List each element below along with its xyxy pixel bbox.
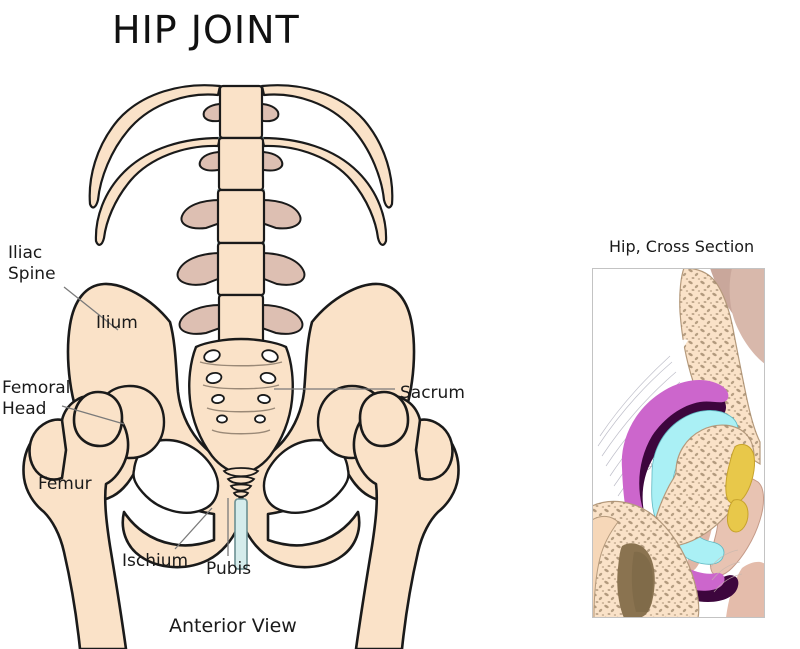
vertebra-l3 [216, 188, 266, 245]
sacral-foramina [203, 349, 279, 424]
anterior-view-caption: Anterior View [169, 615, 297, 637]
femoral-head-left [72, 390, 124, 448]
label-ilium: Ilium [96, 313, 138, 333]
rib-right-upper [260, 84, 394, 209]
obturator-foramen-left [132, 438, 220, 514]
cortical-bone-edge [592, 515, 619, 618]
vertebra-l1 [218, 84, 264, 140]
vertebra-l4 [216, 241, 266, 297]
leader-iliac-spine [63, 286, 119, 331]
page-title: HIP JOINT [112, 8, 300, 52]
marrow-cavity-shade [631, 551, 653, 612]
process-l5-right [257, 303, 304, 335]
sacrum-group [188, 337, 294, 498]
label-femoral-head: Femoral Head [2, 378, 71, 419]
coccyx-seg-2 [226, 475, 256, 485]
cross-section-caption: Hip, Cross Section [609, 237, 755, 256]
label-femur: Femur [38, 474, 92, 494]
rib-left-lower [94, 136, 222, 246]
femoral-head-trab [654, 425, 754, 547]
coccyx-group [222, 467, 260, 498]
leader-femoral-head [61, 405, 125, 425]
obturator-foramen-right [262, 438, 350, 514]
fat-pad-lower [727, 499, 749, 533]
pubic-symphysis [234, 498, 248, 570]
leader-ischium [174, 507, 213, 550]
process-l3-right [257, 198, 302, 230]
lumbar-vertebrae-group [216, 84, 266, 349]
label-iliac-spine: Iliac Spine [8, 243, 56, 284]
femur-left-group [22, 390, 130, 649]
process-l3-left [180, 198, 225, 230]
coccyx-seg-3 [229, 483, 253, 492]
muscle-pink-right-lower [726, 561, 765, 618]
vertebra-l2 [217, 136, 265, 192]
soft-tissue-upper-right [729, 268, 765, 364]
coccyx-seg-1 [222, 467, 260, 478]
fibrous-capsule-fibers [596, 339, 688, 446]
process-l5-left [178, 303, 225, 335]
ribs-group [88, 84, 394, 246]
greater-trochanter-right [414, 418, 454, 481]
leader-lines-group [61, 286, 395, 556]
femoral-head-right [358, 390, 410, 448]
process-l4-right [257, 251, 306, 286]
rib-left-upper [88, 84, 222, 209]
label-sacrum: Sacrum [400, 383, 465, 403]
greater-trochanter-left [28, 418, 68, 481]
label-ischium: Ischium [122, 551, 189, 571]
process-l4-left [176, 251, 225, 286]
coccyx-seg-4 [232, 490, 250, 498]
cross-section-illustration [592, 268, 765, 618]
femur-right-group [352, 390, 460, 649]
label-pubis: Pubis [206, 559, 252, 579]
anterior-view-illustration [22, 84, 460, 649]
rib-right-lower [260, 136, 388, 246]
pelvic-bone-upper-trab [679, 268, 760, 464]
sacral-ridges [199, 361, 283, 435]
tissue-outline-lines [709, 549, 743, 593]
